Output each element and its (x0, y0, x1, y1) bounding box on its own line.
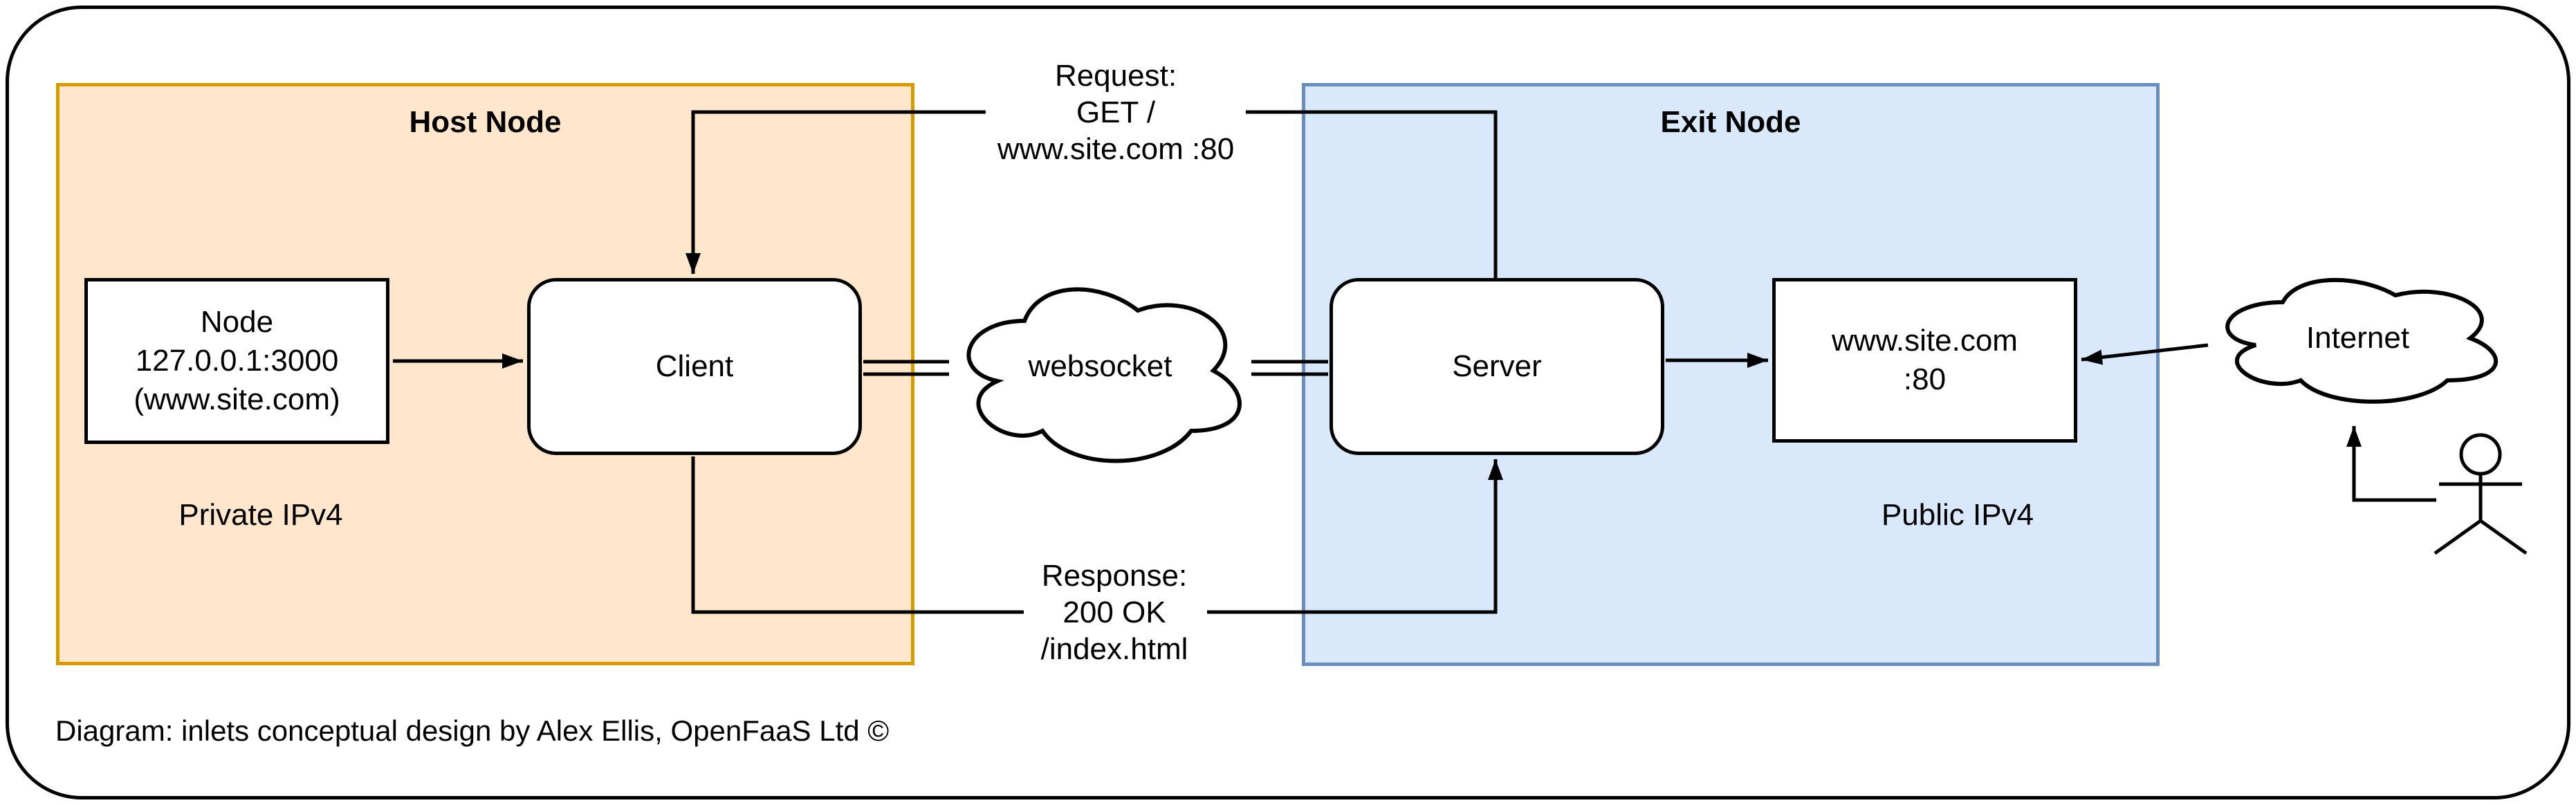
public-site-box: www.site.com :80 (1772, 278, 2077, 443)
request-line-3: www.site.com :80 (997, 132, 1235, 166)
public-site-line-1: www.site.com (1832, 324, 2018, 358)
node-service-line-2: 127.0.0.1:3000 (135, 344, 339, 378)
host-node-title: Host Node (409, 105, 562, 139)
internet-label: Internet (2306, 321, 2410, 355)
request-line-1: Request: (1054, 59, 1177, 93)
node-service-box: Node 127.0.0.1:3000 (www.site.com) (84, 278, 389, 444)
websocket-label: websocket (1028, 349, 1172, 383)
request-line-2: GET / (1076, 95, 1156, 129)
exit-node-title: Exit Node (1660, 105, 1801, 139)
request-label: Request: GET / www.site.com :80 (943, 57, 1289, 167)
diagram-caption: Diagram: inlets conceptual design by Ale… (55, 714, 890, 747)
response-label: Response: 200 OK /index.html (941, 557, 1287, 667)
response-line-3: /index.html (1040, 632, 1188, 666)
private-ipv4-label: Private IPv4 (178, 498, 343, 532)
public-site-line-2: :80 (1903, 362, 1947, 396)
response-line-2: 200 OK (1062, 595, 1166, 629)
public-ipv4-label: Public IPv4 (1881, 498, 2034, 532)
node-service-line-1: Node (200, 305, 274, 339)
node-service-line-3: (www.site.com) (134, 382, 340, 416)
server-box: Server (1330, 278, 1664, 455)
client-box: Client (527, 278, 862, 455)
server-label: Server (1452, 349, 1542, 383)
response-line-1: Response: (1041, 559, 1188, 593)
client-label: Client (655, 349, 734, 383)
